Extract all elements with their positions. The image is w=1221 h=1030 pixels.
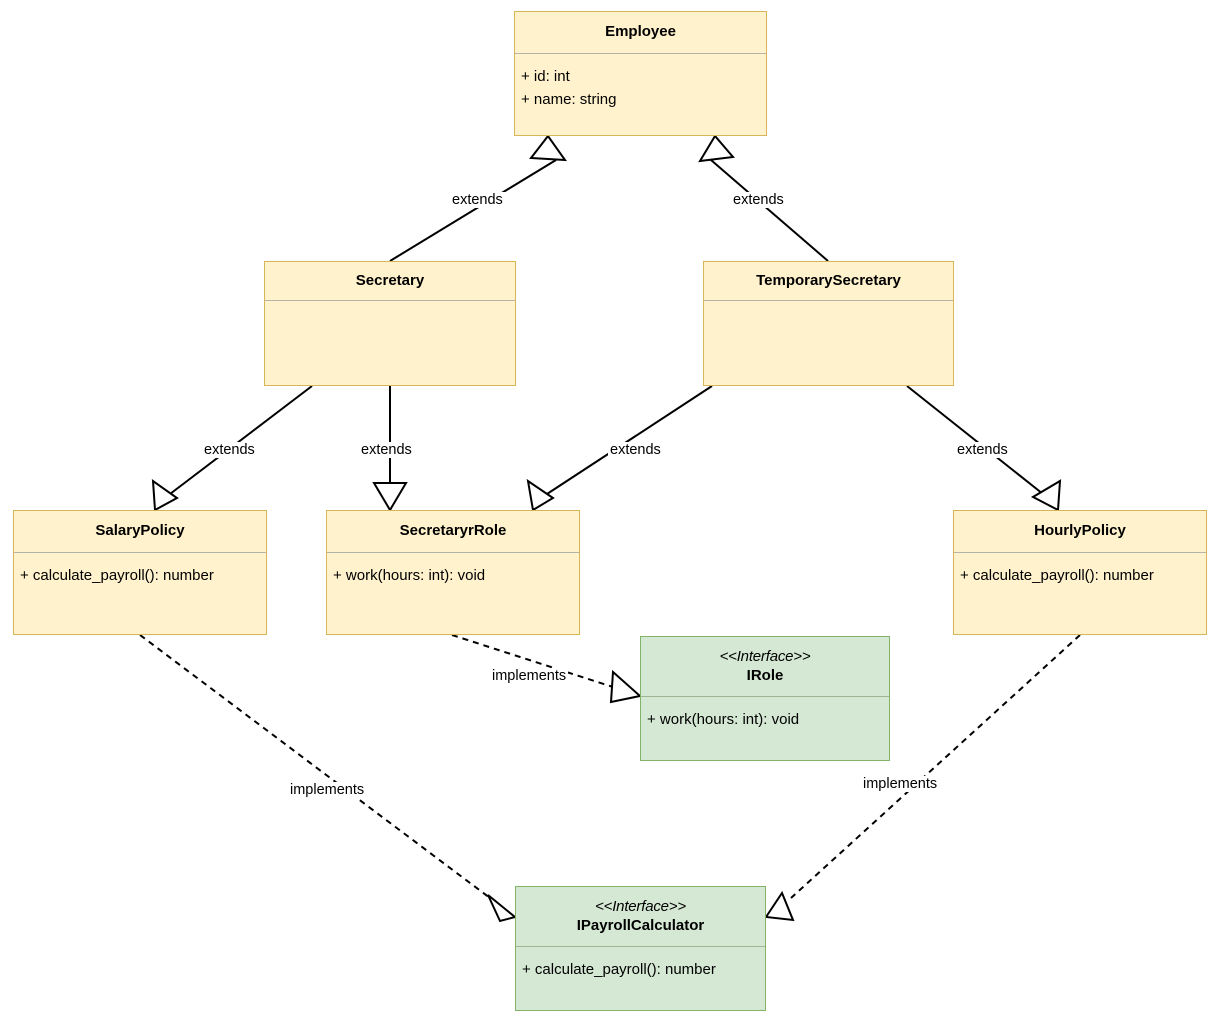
class-name-salary-policy: SalaryPolicy bbox=[95, 522, 185, 540]
class-stereotype-ipayroll-calculator: <<Interface>> bbox=[595, 897, 686, 915]
class-header-salary-policy: SalaryPolicy bbox=[14, 511, 266, 553]
edge-salarypolicy-implements-ipayrollcalculator bbox=[139, 634, 518, 923]
class-name-irole: IRole bbox=[746, 666, 784, 684]
class-member: + id: int bbox=[521, 68, 570, 85]
edge-line bbox=[710, 159, 829, 262]
class-member: + calculate_payroll(): number bbox=[960, 567, 1154, 584]
uml-class-ipayroll-calculator[interactable]: <<Interface>>IPayrollCalculator + calcula… bbox=[515, 886, 766, 1011]
uml-class-salary-policy[interactable]: SalaryPolicy + calculate_payroll(): numbe… bbox=[13, 510, 267, 635]
class-member: + work(hours: int): void bbox=[333, 567, 486, 584]
uml-class-temporary-secretary[interactable]: TemporarySecretary bbox=[703, 261, 954, 386]
class-member: + calculate_payroll(): number bbox=[522, 961, 716, 978]
hollow-triangle-arrow-icon bbox=[487, 894, 518, 923]
class-members-ipayroll-calculator: + calculate_payroll(): number bbox=[516, 947, 765, 1010]
class-header-temporary-secretary: TemporarySecretary bbox=[704, 262, 953, 301]
class-members-employee: + id: int + name: string bbox=[515, 54, 766, 135]
hollow-triangle-arrow-icon bbox=[526, 478, 555, 512]
hollow-triangle-arrow-icon bbox=[609, 669, 643, 704]
uml-class-secretaryr-role[interactable]: SecretaryrRole + work(hours: int): void bbox=[326, 510, 580, 635]
edge-line bbox=[906, 385, 1044, 495]
hollow-triangle-arrow-icon bbox=[698, 134, 735, 163]
edge-label-secretaryrrole-extends-temporarysecretary: extends bbox=[608, 442, 663, 458]
uml-class-employee[interactable]: Employee + id: int + name: string bbox=[514, 11, 767, 136]
uml-class-hourly-policy[interactable]: HourlyPolicy + calculate_payroll(): numbe… bbox=[953, 510, 1207, 635]
class-name-employee: Employee bbox=[605, 23, 676, 41]
class-members-secretaryr-role: + work(hours: int): void bbox=[327, 553, 579, 634]
hollow-triangle-arrow-icon bbox=[372, 482, 408, 512]
edge-line bbox=[169, 385, 313, 495]
class-header-ipayroll-calculator: <<Interface>>IPayrollCalculator bbox=[516, 887, 765, 947]
class-members-irole: + work(hours: int): void bbox=[641, 697, 889, 760]
class-stereotype-irole: <<Interface>> bbox=[719, 647, 811, 665]
class-member: + calculate_payroll(): number bbox=[20, 567, 214, 584]
hollow-triangle-arrow-icon bbox=[151, 478, 179, 512]
class-header-hourly-policy: HourlyPolicy bbox=[954, 511, 1206, 553]
edge-line bbox=[546, 385, 713, 495]
uml-class-secretary[interactable]: Secretary bbox=[264, 261, 516, 386]
class-members-salary-policy: + calculate_payroll(): number bbox=[14, 553, 266, 634]
edge-label-hourlypolicy-extends-temporarysecretary: extends bbox=[955, 442, 1010, 458]
class-name-secretaryr-role: SecretaryrRole bbox=[399, 522, 507, 540]
class-members-temporary-secretary bbox=[704, 301, 953, 385]
edge-label-salarypolicy-extends-secretary: extends bbox=[202, 442, 257, 458]
hollow-triangle-arrow-icon bbox=[529, 134, 568, 162]
class-name-ipayroll-calculator: IPayrollCalculator bbox=[576, 916, 705, 934]
class-members-hourly-policy: + calculate_payroll(): number bbox=[954, 553, 1206, 634]
edge-label-temporarysecretary-extends-employee: extends bbox=[731, 192, 786, 208]
class-name-secretary: Secretary bbox=[355, 271, 425, 289]
class-header-employee: Employee bbox=[515, 12, 766, 54]
class-header-secretary: Secretary bbox=[265, 262, 515, 301]
hollow-triangle-arrow-icon bbox=[1030, 479, 1062, 512]
edge-label-secretaryrrole-extends-secretary: extends bbox=[359, 442, 414, 458]
edge-label-secretaryrrole-implements-irole: implements bbox=[490, 668, 569, 684]
class-header-irole: <<Interface>>IRole bbox=[641, 637, 889, 697]
class-name-temporary-secretary: TemporarySecretary bbox=[756, 271, 901, 289]
uml-class-irole[interactable]: <<Interface>>IRole + work(hours: int): vo… bbox=[640, 636, 890, 761]
class-header-secretaryr-role: SecretaryrRole bbox=[327, 511, 579, 553]
class-member: + name: string bbox=[521, 90, 617, 108]
edge-label-hourlypolicy-implements-ipayrollcalculator: implements bbox=[861, 776, 940, 792]
edge-label-secretary-extends-employee: extends bbox=[450, 192, 505, 208]
edge-label-salarypolicy-implements-ipayrollcalculator: implements bbox=[288, 782, 367, 798]
edge-line bbox=[389, 159, 557, 262]
hollow-triangle-arrow-icon bbox=[764, 890, 795, 922]
edge-line bbox=[139, 634, 491, 899]
class-member: + work(hours: int): void bbox=[647, 711, 800, 728]
class-name-hourly-policy: HourlyPolicy bbox=[1034, 522, 1126, 540]
class-members-secretary bbox=[265, 301, 515, 385]
